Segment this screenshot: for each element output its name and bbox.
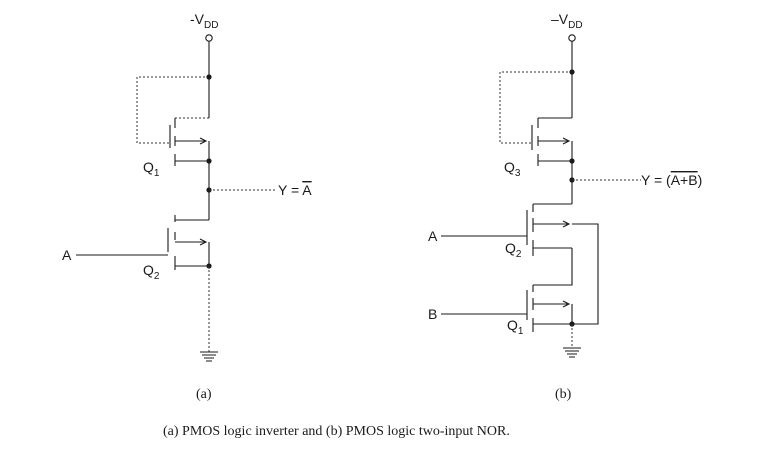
figure-caption: (a) PMOS logic inverter and (b) PMOS log… [163, 424, 510, 439]
circuit-a-vdd-terminal [205, 34, 213, 42]
circuit-b-panel-label: (b) [555, 387, 572, 402]
circuit-a-output-label: Y = A [278, 182, 312, 198]
circuit-b-q3-transistor [531, 117, 573, 166]
circuit-a-vdd-label: -VDD [190, 11, 218, 31]
circuit-b-vdd-junction [569, 69, 575, 75]
circuit-b-output-label: Y = (A+B) [641, 172, 702, 188]
circuit-a-q1-transistor [169, 117, 210, 166]
circuit-b-q3-label: Q3 [504, 159, 521, 179]
circuit-b-q3-gate-feedback-wire [499, 71, 572, 144]
circuit-b: –VDD Q3 Y = (A+B) [428, 11, 702, 402]
circuit-a-q2-label: Q2 [143, 262, 160, 282]
circuit-b-vdd-label: –VDD [551, 11, 583, 31]
circuit-a: -VDD Q1 Y = A [62, 11, 312, 402]
circuit-b-q2-transistor [526, 204, 573, 286]
circuit-b-q1-transistor [526, 285, 573, 332]
circuit-a-input-a-label: A [62, 247, 72, 263]
circuit-a-q2-transistor [167, 215, 210, 270]
circuit-b-q2-label: Q2 [505, 240, 522, 260]
circuit-b-vdd-terminal [568, 34, 576, 42]
circuit-b-ground-icon [563, 347, 581, 358]
circuit-a-ground-icon [200, 351, 218, 362]
circuit-b-return-rail [533, 203, 599, 325]
circuit-b-input-b-label: B [428, 306, 437, 322]
circuit-a-q1-label: Q1 [143, 159, 160, 179]
circuit-a-vdd-junction [206, 74, 212, 80]
circuit-b-input-a-label: A [428, 228, 438, 244]
circuit-b-q1-label: Q1 [507, 317, 524, 337]
circuit-a-panel-label: (a) [196, 387, 212, 402]
circuit-a-q1-gate-feedback-wire [136, 76, 209, 144]
